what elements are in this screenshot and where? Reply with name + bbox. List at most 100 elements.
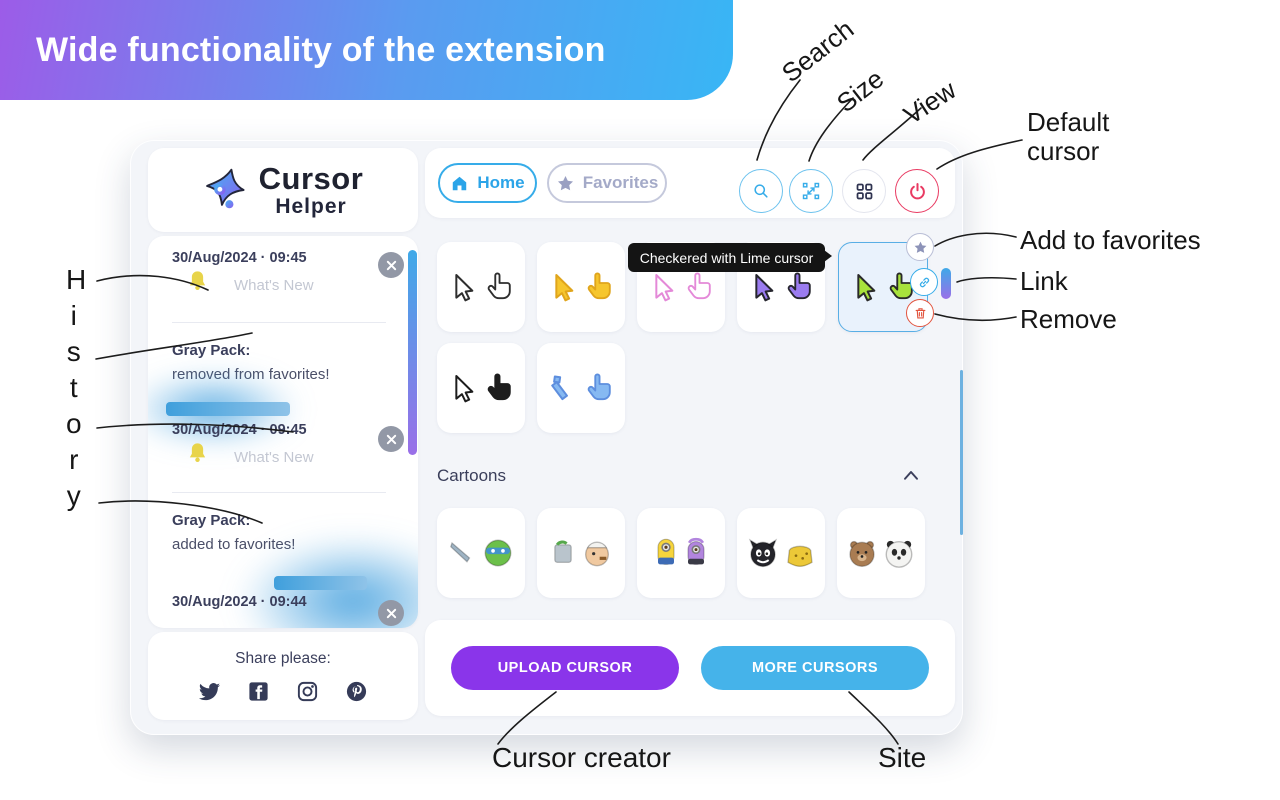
annotation-view: View (898, 74, 962, 131)
logo-title: Cursor (258, 161, 364, 196)
history-entry-date: 30/Aug/2024 · 09:45 (172, 422, 307, 438)
search-icon (754, 184, 768, 198)
blur-bar (166, 402, 290, 416)
arrow-cursor-icon (555, 274, 574, 302)
cartoon-minion-icon (687, 537, 705, 565)
remove-button[interactable] (906, 299, 934, 327)
close-icon[interactable] (378, 600, 404, 626)
share-panel: Share please: (148, 632, 418, 720)
annotation-default-cursor: Default cursor (1027, 107, 1110, 166)
cursor-card-cartoon[interactable] (837, 508, 925, 598)
add-to-favorites-button[interactable] (906, 233, 934, 261)
bottom-actions-panel: UPLOAD CURSOR MORE CURSORS (425, 620, 955, 716)
annotation-size: Size (830, 63, 890, 119)
history-entry-notification[interactable]: What's New (234, 277, 314, 294)
hand-cursor-icon (587, 373, 611, 401)
pixel-tool-cursor-icon (551, 375, 568, 401)
link-icon (919, 277, 929, 287)
logo-card: Cursor Helper (148, 148, 418, 232)
chevron-up-icon[interactable] (902, 468, 920, 482)
logo-subtitle: Helper (275, 195, 347, 218)
history-entry-notification[interactable]: What's New (234, 449, 314, 466)
cartoon-panda-icon (885, 540, 913, 568)
bell-icon (189, 443, 206, 463)
cursor-card-cartoon[interactable] (637, 508, 725, 598)
banner: Wide functionality of the extension (0, 0, 733, 100)
annotation-search: Search (775, 13, 860, 89)
search-button[interactable] (739, 169, 783, 213)
tab-favorites[interactable]: Favorites (547, 163, 667, 203)
cursor-card-cartoon[interactable] (537, 508, 625, 598)
divider (172, 492, 386, 493)
divider (172, 322, 386, 323)
social-icons-row (198, 680, 368, 703)
hand-cursor-icon (889, 272, 913, 300)
annotation-link: Link (1020, 266, 1068, 296)
cartoon-bear-icon (849, 540, 875, 567)
arrow-cursor-icon (455, 375, 474, 403)
bell-icon (189, 271, 206, 291)
cursor-card-cartoon[interactable] (437, 508, 525, 598)
cursor-card[interactable] (437, 242, 525, 332)
size-button[interactable] (789, 169, 833, 213)
history-panel: 30/Aug/2024 · 09:45 What's New Gray Pack… (148, 236, 418, 628)
arrow-cursor-icon (455, 274, 474, 302)
cartoon-bag-icon (787, 545, 813, 567)
more-cursors-button[interactable]: MORE CURSORS (701, 646, 929, 690)
arrow-cursor-icon (755, 274, 774, 302)
blur-bar (274, 576, 367, 590)
cursor-card-cartoon[interactable] (737, 508, 825, 598)
history-pack-name: Gray Pack: (172, 342, 251, 359)
annotation-site: Site (878, 742, 927, 773)
instagram-icon[interactable] (296, 680, 319, 703)
logo-text: Cursor Helper (259, 163, 364, 217)
arrow-cursor-icon (857, 274, 876, 302)
history-scrollbar[interactable] (408, 250, 417, 455)
banner-title: Wide functionality of the extension (36, 30, 606, 69)
default-cursor-button[interactable] (895, 169, 939, 213)
close-icon[interactable] (378, 252, 404, 278)
annotation-remove: Remove (1020, 304, 1117, 334)
arrow-cursor-icon (655, 274, 674, 302)
extension-popup: Cursor Helper 30/Aug/2024 · 09:45 What's… (130, 140, 963, 735)
hand-cursor-icon (787, 272, 811, 300)
power-icon (909, 182, 925, 199)
cursor-card[interactable] (537, 242, 625, 332)
favorite-star-icon (914, 241, 926, 253)
annotation-cursor-creator: Cursor creator (492, 742, 671, 773)
tab-favorites-label: Favorites (582, 173, 659, 192)
popup-scrollbar[interactable] (960, 370, 963, 535)
twitter-icon[interactable] (198, 680, 221, 703)
upload-cursor-button[interactable]: UPLOAD CURSOR (451, 646, 679, 690)
hand-cursor-icon (587, 272, 611, 300)
history-pack-name: Gray Pack: (172, 512, 251, 529)
trash-icon (915, 307, 925, 318)
section-title-cartoons: Cartoons (437, 466, 506, 485)
cursor-tooltip: Checkered with Lime cursor (628, 243, 832, 272)
toolbar: Home Favorites (425, 148, 955, 218)
cursor-card[interactable] (537, 343, 625, 433)
cartoon-head-icon (585, 541, 609, 567)
cartoon-item-icon (450, 541, 471, 563)
tab-home-label: Home (477, 173, 525, 192)
size-icon (802, 182, 820, 200)
close-icon[interactable] (378, 426, 404, 452)
hand-cursor-icon (687, 272, 711, 300)
cursor-card[interactable] (437, 343, 525, 433)
grid-scrollbar-thumb[interactable] (941, 268, 951, 299)
share-label: Share please: (235, 649, 331, 667)
cursor-helper-logo-icon (205, 168, 245, 209)
tab-home[interactable]: Home (438, 163, 537, 203)
history-pack-message: added to favorites! (172, 536, 296, 553)
home-icon (453, 176, 467, 190)
annotation-add-to-favorites: Add to favorites (1020, 225, 1201, 255)
cartoon-cat-icon (748, 538, 778, 568)
cartoon-head-icon (484, 539, 512, 567)
pinterest-icon[interactable] (345, 680, 368, 703)
view-button[interactable] (842, 169, 886, 213)
facebook-icon[interactable] (247, 680, 270, 703)
annotation-history: History (66, 264, 87, 511)
hand-cursor-icon (487, 373, 511, 401)
hand-cursor-icon (487, 272, 511, 300)
link-button[interactable] (910, 268, 938, 296)
